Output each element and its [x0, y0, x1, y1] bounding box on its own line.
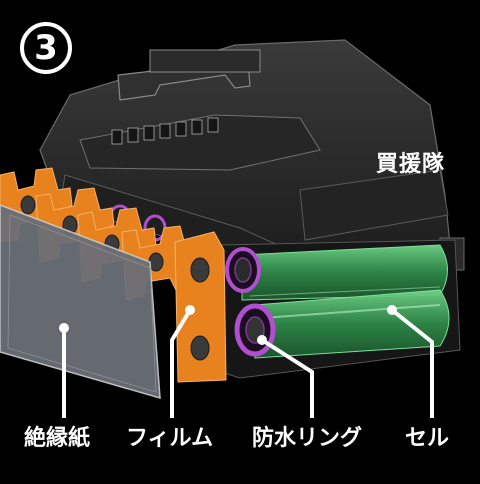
label-cell: セル: [405, 426, 450, 451]
leader-film: [170, 308, 192, 418]
label-insulation-paper: 絶縁紙: [24, 426, 91, 451]
label-film: フィルム: [126, 426, 214, 451]
insulation-paper: [0, 204, 161, 400]
terminal-slots: [111, 117, 219, 145]
leader-lines: [62, 308, 434, 418]
battery-cells: [241, 244, 450, 359]
leader-dots: [59, 305, 397, 345]
label-waterproof-ring: 防水リング: [252, 426, 363, 451]
brand-logo-text: 買援隊: [376, 152, 446, 177]
step-number-badge: 3: [20, 22, 72, 74]
leader-ring: [260, 338, 314, 418]
leader-cell: [390, 308, 434, 418]
